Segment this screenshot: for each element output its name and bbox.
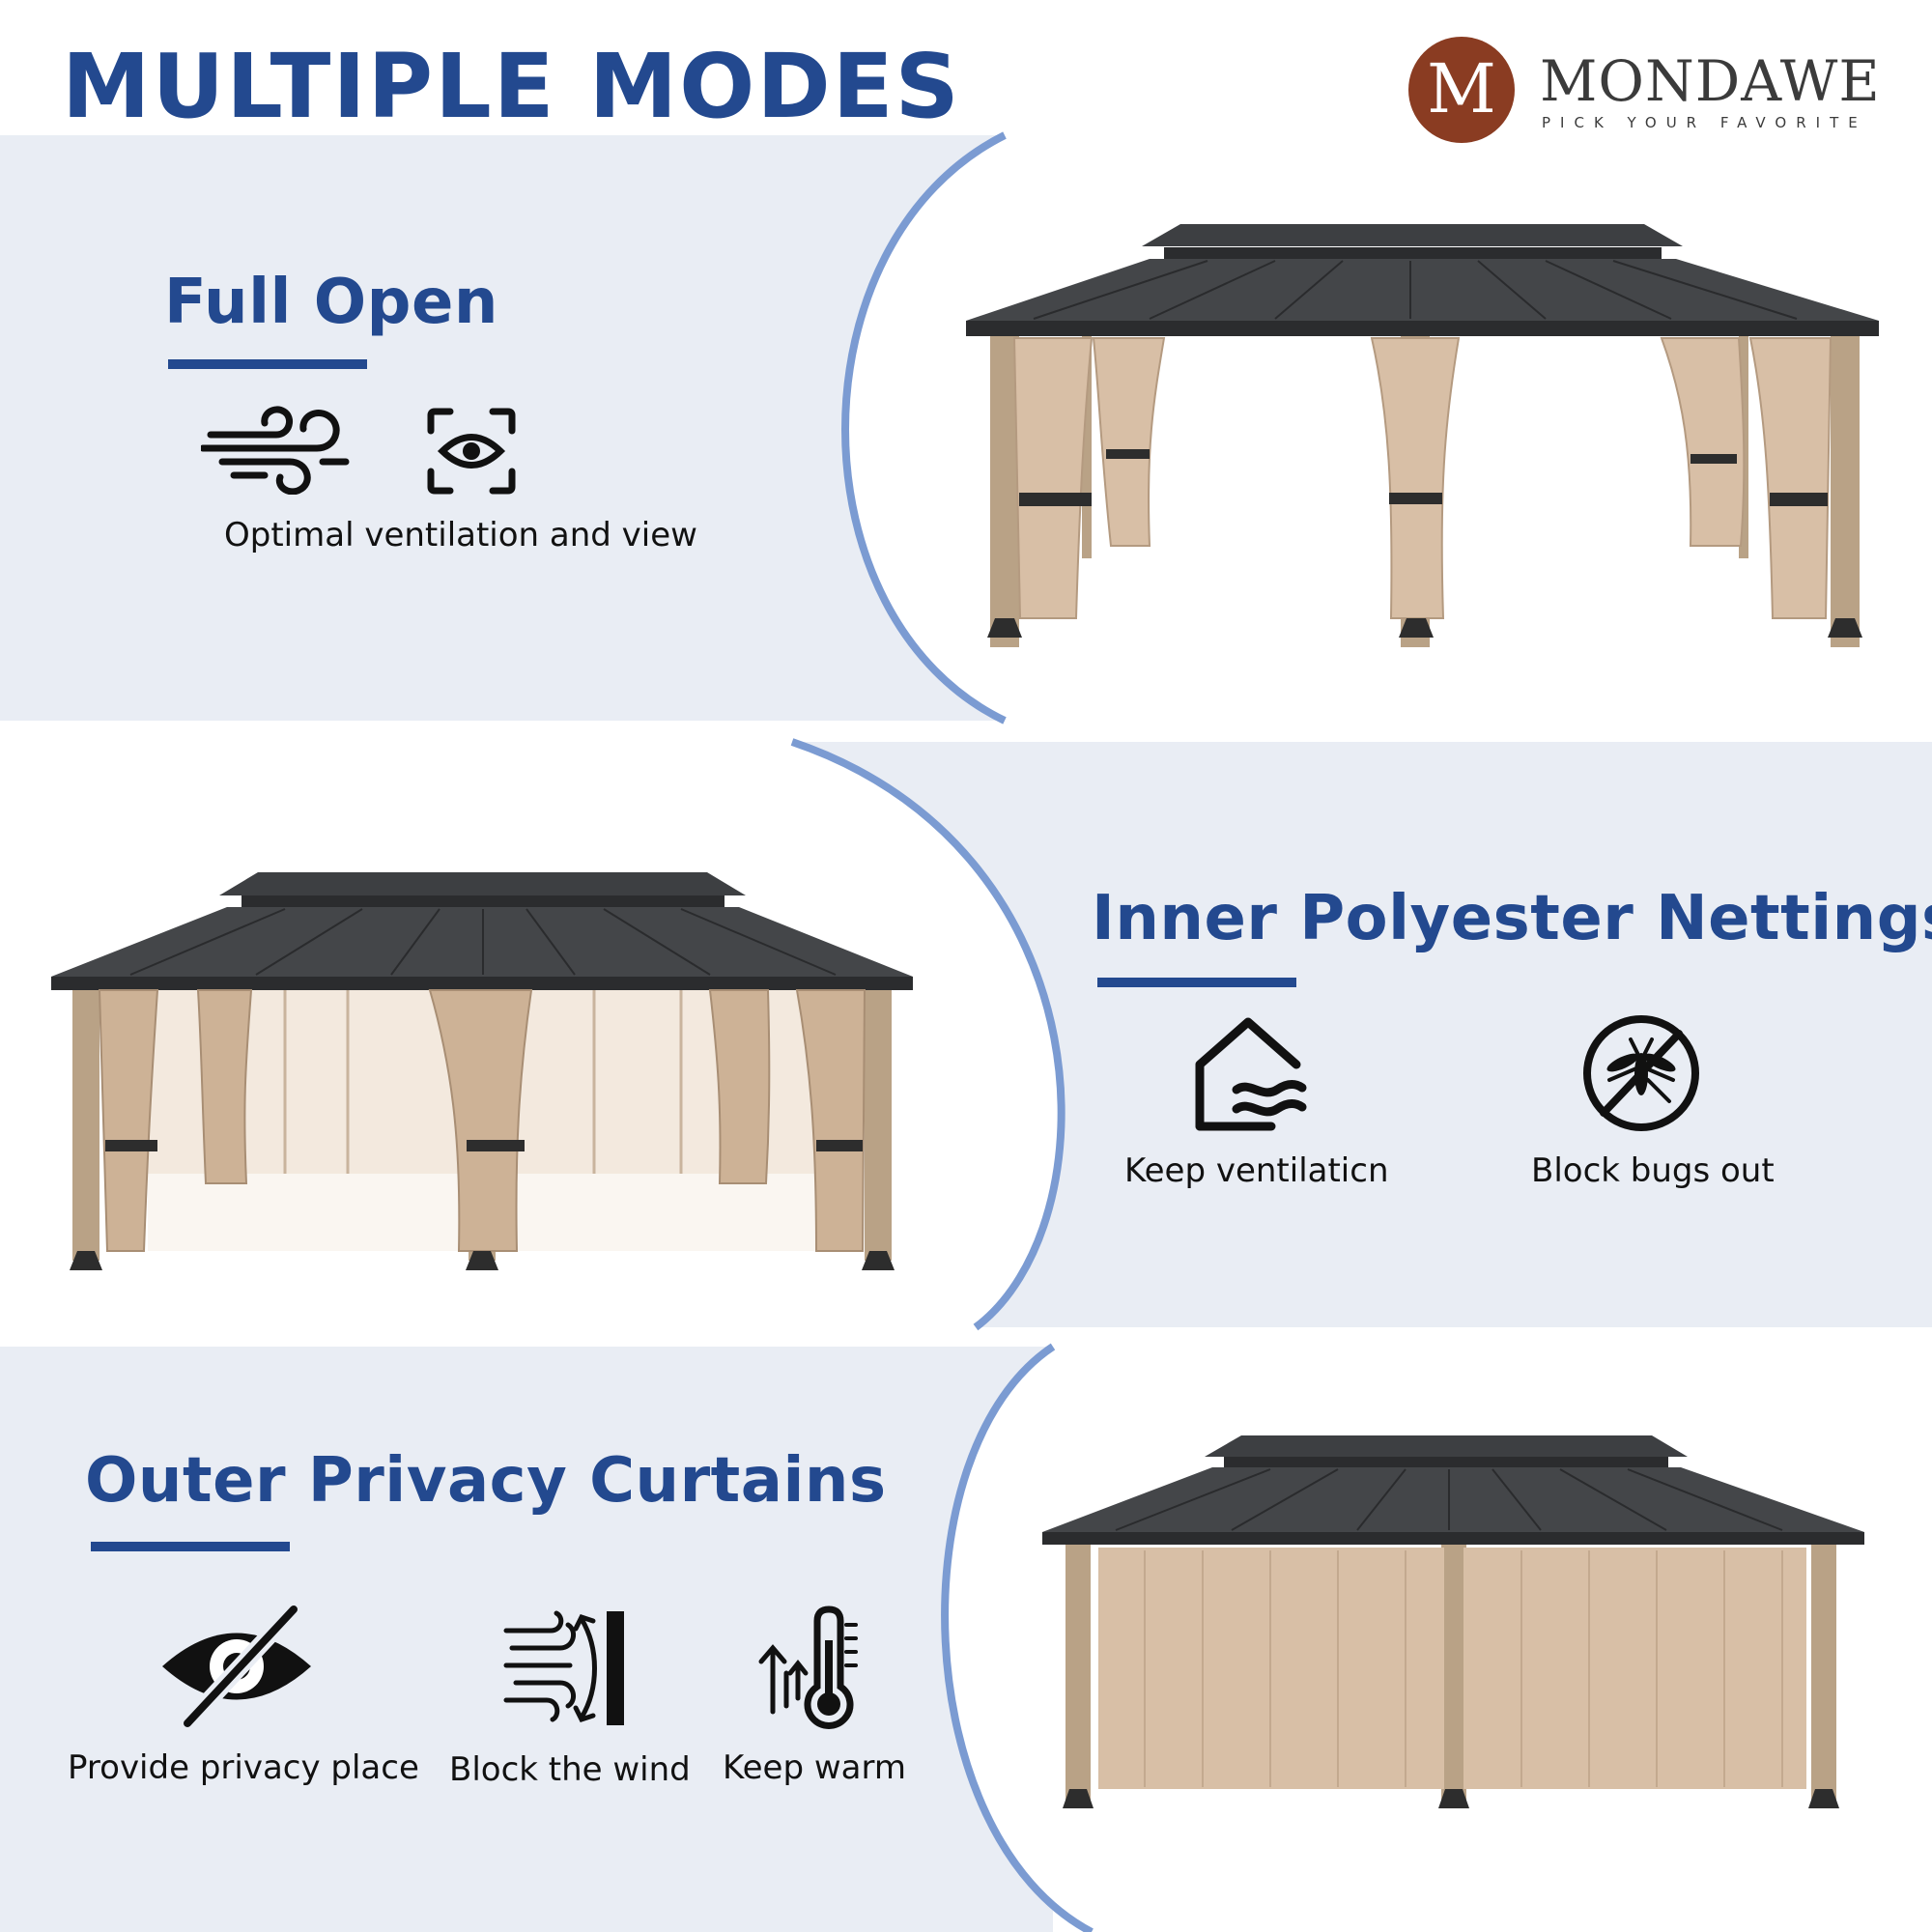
- gazebo-nettings-image: [43, 865, 927, 1275]
- no-mosquito-icon: [1580, 1012, 1702, 1134]
- band-curtains: [0, 1347, 1053, 1932]
- wind-icon: [201, 406, 355, 495]
- eye-slash-icon: [158, 1605, 315, 1727]
- house-air-icon: [1188, 1014, 1314, 1134]
- thermometer-icon: [755, 1605, 869, 1729]
- page-title: MULTIPLE MODES: [62, 35, 961, 138]
- brand-name: MONDAWE: [1540, 48, 1881, 114]
- band-full-open: [0, 135, 1005, 721]
- brand-tagline: PICK YOUR FAVORITE: [1542, 114, 1867, 131]
- curtains-title: Outer Privacy Curtains: [85, 1445, 887, 1517]
- eye-view-icon: [427, 408, 516, 495]
- keep-ventilation-label: Keep ventilaticn: [1124, 1151, 1389, 1190]
- nettings-underline: [1097, 978, 1296, 987]
- nettings-title: Inner Polyester Nettings: [1092, 883, 1932, 954]
- full-open-underline: [168, 359, 367, 369]
- curtains-underline: [91, 1542, 290, 1551]
- brand-logo: M: [1408, 37, 1515, 143]
- gazebo-full-open-image: [956, 203, 1893, 657]
- wind-block-icon: [502, 1609, 628, 1727]
- block-bugs-label: Block bugs out: [1531, 1151, 1775, 1190]
- keep-warm-label: Keep warm: [723, 1748, 906, 1787]
- gazebo-curtains-image: [1038, 1430, 1869, 1816]
- full-open-title: Full Open: [164, 267, 498, 338]
- full-open-caption: Optimal ventilation and view: [224, 516, 697, 554]
- logo-letter: M: [1427, 49, 1496, 128]
- privacy-label: Provide privacy place: [68, 1748, 419, 1787]
- block-wind-label: Block the wind: [449, 1750, 691, 1789]
